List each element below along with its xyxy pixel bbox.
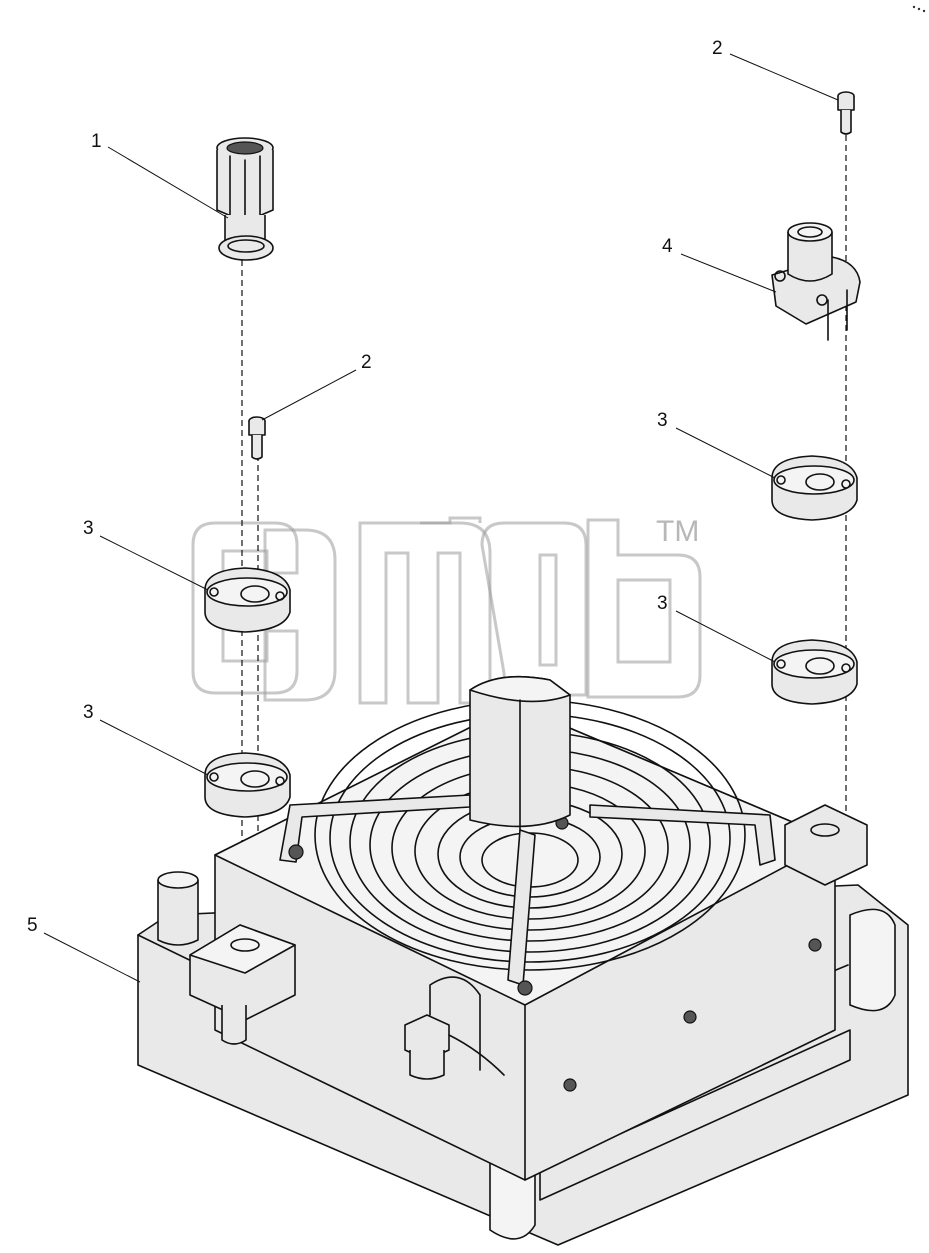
- callout-label-4: 4: [662, 236, 673, 257]
- callout-label-3-left-lower: 3: [83, 702, 94, 723]
- callout-2-left: 2: [261, 352, 372, 421]
- callout-label-2-right: 2: [712, 38, 723, 59]
- callout-4: 4: [662, 236, 777, 293]
- watermark-logo: TM: [191, 515, 702, 705]
- part-1-fitting: [216, 137, 274, 261]
- callout-3-right-upper: 3: [657, 410, 776, 479]
- callout-label-5: 5: [27, 915, 38, 936]
- callout-label-2-left: 2: [361, 352, 372, 373]
- corner-mark: [912, 5, 926, 13]
- part-5-oil-cooler: [137, 704, 909, 1246]
- part-3-clamp-left-lower: [204, 752, 291, 818]
- callout-2-right: 2: [712, 38, 839, 101]
- fan-assembly: [279, 675, 776, 996]
- callout-3-right-lower: 3: [657, 593, 776, 663]
- callout-3-left-lower: 3: [83, 702, 209, 776]
- part-2-bolt-left: [248, 416, 266, 460]
- part-3-clamp-right-upper: [771, 455, 858, 521]
- watermark-trademark: TM: [656, 515, 699, 548]
- callout-3-left-upper: 3: [83, 518, 209, 591]
- callout-label-3-right-lower: 3: [657, 593, 668, 614]
- part-2-bolt-right: [837, 91, 855, 135]
- part-3-clamp-right-lower: [771, 639, 858, 705]
- callout-1: 1: [91, 131, 229, 219]
- part-4-flange-adapter: [771, 222, 861, 341]
- part-3-clamp-left-upper: [204, 567, 291, 633]
- callout-label-1: 1: [91, 131, 102, 152]
- callout-label-3-right-upper: 3: [657, 410, 668, 431]
- callout-label-3-left-upper: 3: [83, 518, 94, 539]
- callout-5: 5: [27, 915, 141, 983]
